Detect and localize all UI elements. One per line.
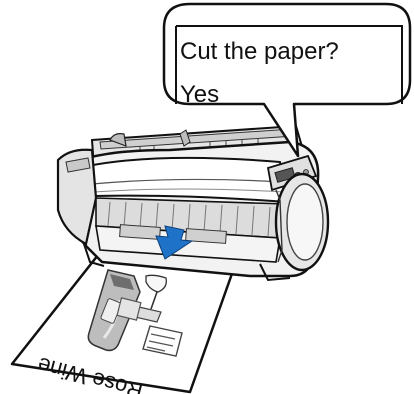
yes-option[interactable]: Yes — [180, 83, 219, 107]
cut-paper-prompt: Cut the paper? — [180, 40, 339, 64]
large-format-printer-icon — [58, 126, 328, 280]
